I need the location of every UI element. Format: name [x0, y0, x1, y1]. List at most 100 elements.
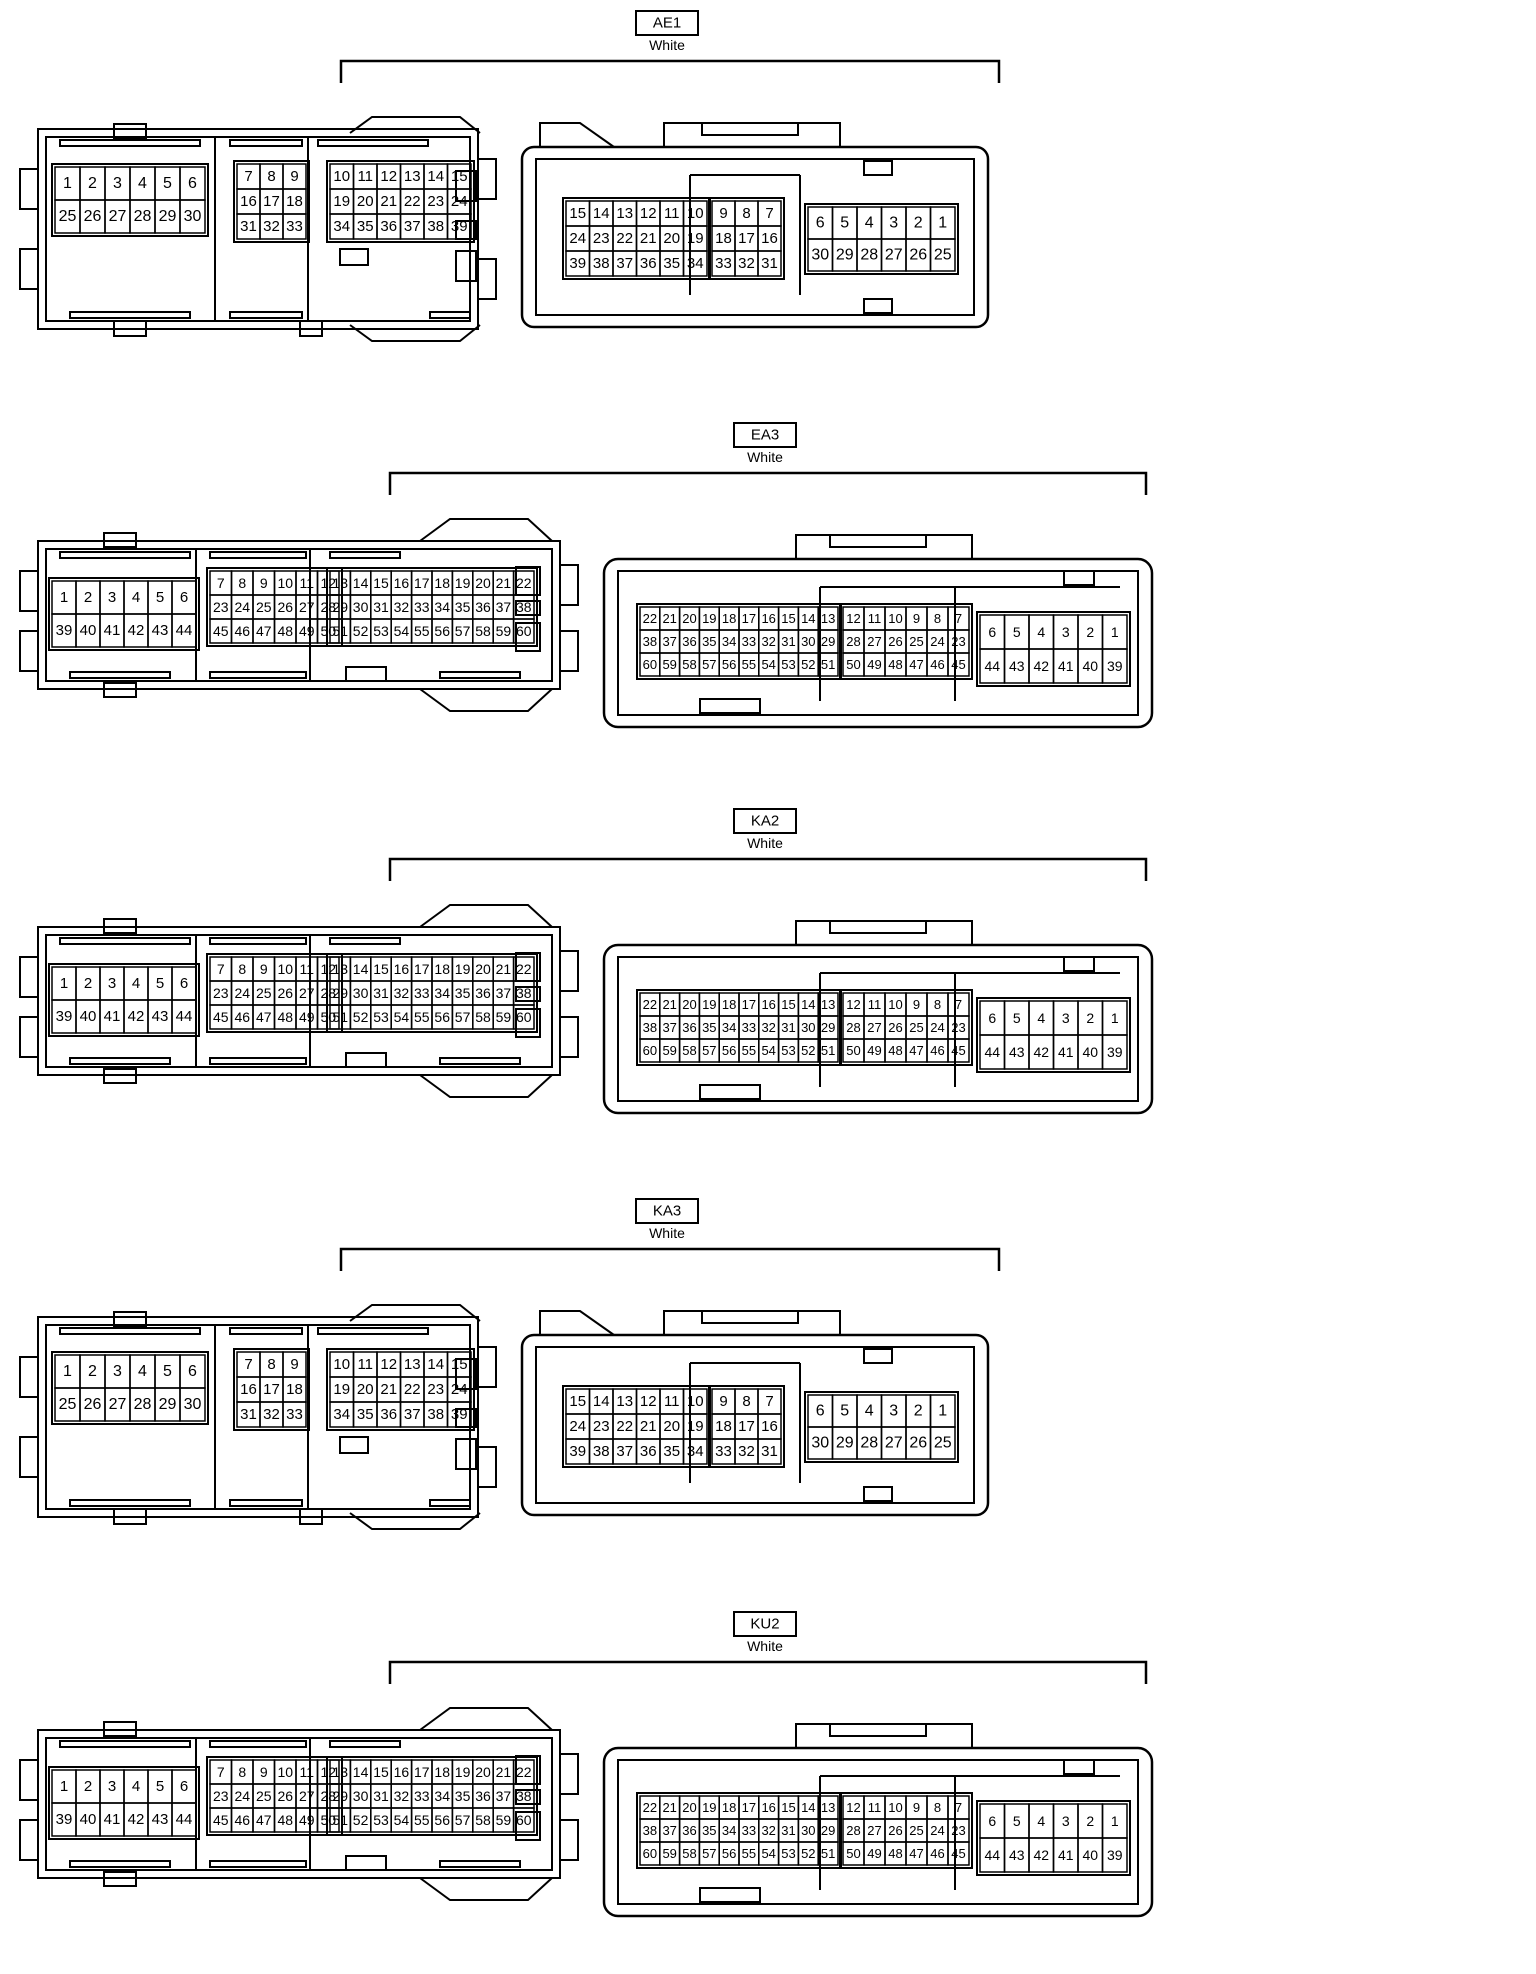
pin-number: 29 — [332, 985, 348, 1001]
pin-number: 15 — [781, 611, 795, 626]
pin-number: 56 — [722, 657, 736, 672]
pin-number: 30 — [184, 1396, 202, 1413]
pin-number: 29 — [821, 634, 835, 649]
pin-number: 14 — [353, 961, 369, 977]
pin-number: 18 — [722, 997, 736, 1012]
pin-number: 16 — [394, 961, 410, 977]
pin-number: 37 — [496, 599, 512, 615]
pin-number: 32 — [761, 634, 775, 649]
pin-number: 6 — [816, 215, 825, 232]
pin-number: 39 — [569, 255, 586, 272]
housing-line — [69, 671, 171, 679]
pin-number: 1 — [63, 175, 72, 192]
pin-number: 47 — [256, 623, 272, 639]
pin-number: 8 — [934, 997, 941, 1012]
pin-number: 46 — [930, 1043, 944, 1058]
housing-line — [429, 311, 471, 319]
pin-number: 2 — [914, 215, 923, 232]
housing-line — [477, 258, 497, 300]
pin-number: 58 — [682, 1043, 696, 1058]
housing-line — [37, 1729, 561, 1879]
housing-line — [349, 1512, 481, 1530]
pin-number: 25 — [909, 634, 923, 649]
pin-number: 38 — [427, 218, 444, 235]
pin-number: 50 — [846, 657, 860, 672]
pin-number: 33 — [414, 985, 430, 1001]
pin-number: 3 — [1062, 624, 1070, 640]
pin-number: 29 — [836, 1435, 854, 1452]
pin-number: 13 — [821, 997, 835, 1012]
pin-number: 9 — [260, 961, 268, 977]
pin-number: 21 — [380, 193, 397, 210]
housing-line — [59, 937, 191, 945]
pin-number: 23 — [951, 1823, 965, 1838]
terminal-block-frame — [206, 1756, 343, 1836]
pin-number: 20 — [475, 961, 491, 977]
pin-number: 39 — [451, 1406, 468, 1423]
housing-line — [515, 622, 541, 652]
pin-number: 16 — [394, 1764, 410, 1780]
pin-number: 4 — [1037, 1010, 1045, 1026]
pin-number: 54 — [394, 1009, 410, 1025]
pin-number: 36 — [682, 1020, 696, 1035]
pin-number: 15 — [373, 575, 389, 591]
pin-number: 46 — [234, 623, 250, 639]
pin-number: 53 — [373, 623, 389, 639]
connector-color: White — [747, 449, 783, 465]
pin-number: 46 — [930, 657, 944, 672]
pin-number: 15 — [373, 961, 389, 977]
housing-line — [559, 630, 579, 672]
pin-number: 28 — [320, 1788, 336, 1804]
housing-line — [829, 1723, 927, 1737]
pin-number: 18 — [722, 611, 736, 626]
housing-line — [515, 1811, 541, 1841]
housing-line — [103, 918, 137, 934]
connector-color: White — [649, 1225, 685, 1241]
terminal-cell — [179, 199, 206, 234]
housing-line — [617, 956, 1139, 1102]
pin-number: 32 — [738, 1443, 755, 1460]
pin-number: 42 — [128, 622, 145, 639]
pin-number: 29 — [159, 1396, 177, 1413]
terminal-block-frame — [804, 1391, 959, 1463]
terminal-cell — [757, 250, 782, 277]
terminal-block-frame — [839, 1792, 973, 1869]
housing-line — [419, 904, 553, 928]
pin-number: 32 — [761, 1020, 775, 1035]
housing-line — [455, 250, 477, 282]
pin-number: 23 — [213, 985, 229, 1001]
pin-number: 10 — [333, 1356, 350, 1373]
pin-number: 42 — [1033, 1044, 1049, 1060]
pin-number: 19 — [455, 575, 471, 591]
pin-number: 18 — [286, 193, 303, 210]
pin-number: 16 — [394, 575, 410, 591]
pin-number: 41 — [1058, 658, 1074, 674]
pin-number: 27 — [299, 1788, 315, 1804]
pin-number: 23 — [427, 1381, 444, 1398]
pin-number: 10 — [277, 1764, 293, 1780]
housing-line — [103, 1068, 137, 1084]
pin-number: 25 — [934, 247, 952, 264]
terminal-block-frame — [48, 1766, 200, 1840]
terminal-block-frame — [48, 577, 200, 651]
housing-line — [539, 122, 615, 148]
pin-number: 48 — [888, 1846, 902, 1861]
pin-number: 7 — [244, 168, 252, 185]
terminal-block-frame — [326, 1756, 538, 1836]
pin-number: 30 — [801, 634, 815, 649]
pin-number: 25 — [256, 1788, 272, 1804]
housing-line — [339, 248, 369, 266]
pin-number: 38 — [643, 1020, 657, 1035]
housing-line — [559, 564, 579, 606]
pin-number: 16 — [240, 1381, 257, 1398]
pin-number: 25 — [909, 1020, 923, 1035]
pin-number: 4 — [138, 175, 147, 192]
housing-line — [113, 1508, 147, 1525]
terminal-cell — [171, 613, 197, 648]
pin-number: 17 — [738, 230, 755, 247]
pin-number: 3 — [108, 975, 116, 992]
pin-number: 32 — [394, 599, 410, 615]
pin-number: 20 — [475, 575, 491, 591]
terminal-block-frame — [708, 1385, 785, 1468]
pin-number: 24 — [930, 1020, 944, 1035]
